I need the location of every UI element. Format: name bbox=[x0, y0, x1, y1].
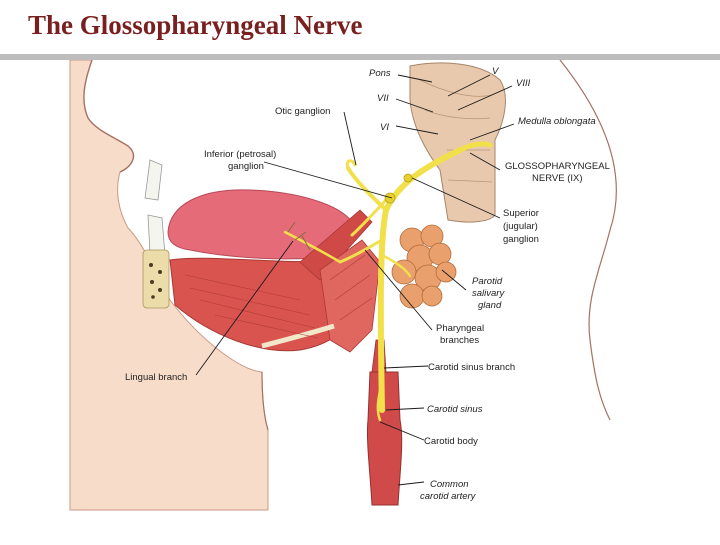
label-vi: VI bbox=[380, 122, 389, 133]
lingual-nerve-twigs bbox=[287, 221, 311, 251]
glossopharyngeal-nerve bbox=[283, 141, 493, 422]
label-vii: VII bbox=[377, 93, 389, 104]
label-medulla-oblongata: Medulla oblongata bbox=[518, 116, 596, 127]
mandible bbox=[142, 249, 170, 309]
pharyngeal-muscle bbox=[319, 239, 381, 353]
label-superior-ganglion-2: (jugular) bbox=[503, 221, 538, 232]
label-v: V bbox=[492, 66, 500, 77]
hyoid-band bbox=[261, 323, 335, 349]
brainstem-detail bbox=[419, 79, 493, 183]
label-lingual-branch: Lingual branch bbox=[125, 372, 187, 383]
superior-ganglion-mark bbox=[403, 173, 413, 183]
label-superior-ganglion-3: ganglion bbox=[503, 234, 539, 245]
label-pharyngeal-1: Pharyngeal bbox=[436, 323, 484, 334]
inferior-ganglion-mark bbox=[384, 192, 396, 204]
label-parotid-1: Parotid bbox=[472, 276, 503, 287]
label-parotid-2: salivary bbox=[472, 288, 505, 299]
brainstem bbox=[409, 62, 506, 223]
lower-tooth bbox=[147, 214, 166, 256]
label-parotid-3: gland bbox=[478, 300, 502, 311]
upper-tooth bbox=[144, 159, 163, 201]
label-inferior-ganglion-1: Inferior (petrosal) bbox=[204, 149, 276, 160]
back-of-head-line bbox=[559, 59, 617, 421]
neck-line bbox=[261, 371, 269, 431]
label-common-carotid-2: carotid artery bbox=[420, 491, 477, 502]
title-divider bbox=[0, 54, 720, 60]
label-inferior-ganglion-2: ganglion bbox=[228, 161, 264, 172]
muscle-striations bbox=[184, 254, 373, 339]
label-viii: VIII bbox=[516, 78, 531, 89]
label-carotid-sinus-branch: Carotid sinus branch bbox=[428, 362, 515, 373]
parotid-gland bbox=[391, 224, 457, 309]
label-pons: Pons bbox=[369, 68, 391, 79]
face-profile-line bbox=[83, 59, 135, 173]
leader-lines bbox=[195, 74, 515, 486]
label-carotid-sinus: Carotid sinus bbox=[427, 404, 483, 415]
label-carotid-body: Carotid body bbox=[424, 436, 478, 447]
label-common-carotid-1: Common bbox=[430, 479, 469, 490]
label-glossopharyngeal-1: GLOSSOPHARYNGEAL bbox=[505, 161, 610, 172]
slide-title: The Glossopharyngeal Nerve bbox=[28, 10, 363, 40]
label-otic-ganglion: Otic ganglion bbox=[275, 106, 330, 117]
glossopharyngeal-diagram: Pons V VIII VII Otic ganglion Medulla ob… bbox=[69, 59, 617, 511]
styloglossus-muscle bbox=[299, 209, 373, 281]
label-pharyngeal-2: branches bbox=[440, 335, 479, 346]
label-glossopharyngeal-2: NERVE (IX) bbox=[532, 173, 583, 184]
anatomy-figure: Pons V VIII VII Otic ganglion Medulla ob… bbox=[0, 59, 720, 540]
label-superior-ganglion-1: Superior bbox=[503, 208, 539, 219]
